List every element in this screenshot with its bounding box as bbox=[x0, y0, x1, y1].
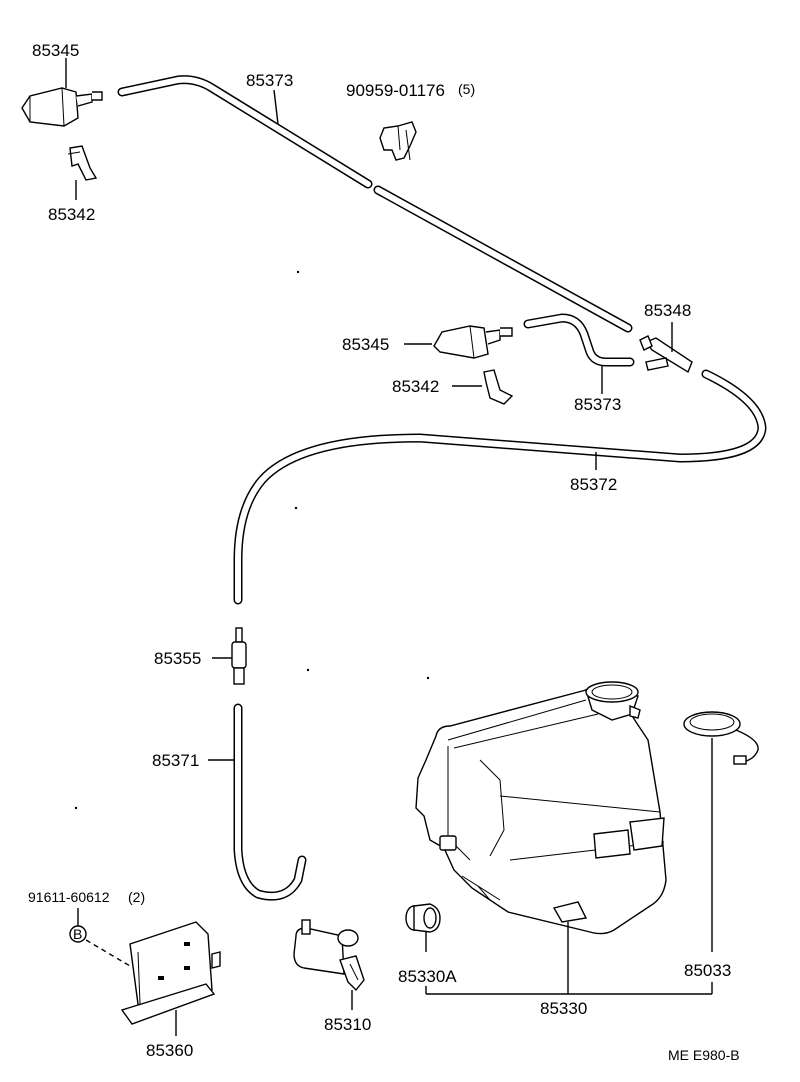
label-clamp-part: 90959-01176 bbox=[346, 81, 445, 100]
nozzle-clip-upper bbox=[67, 145, 98, 200]
pump-grommet bbox=[405, 903, 441, 933]
hose-clamp bbox=[379, 121, 417, 161]
label-grommet: 85330A bbox=[398, 967, 457, 986]
hose-lower-85371 bbox=[233, 703, 307, 901]
label-bolt-qty: (2) bbox=[128, 889, 145, 905]
label-nozzle-lower: 85345 bbox=[342, 335, 389, 354]
label-clamp-qty: (5) bbox=[458, 81, 475, 97]
hose-short-85373 bbox=[523, 313, 635, 367]
hose-long-85372 bbox=[233, 369, 767, 605]
label-hose-upper: 85373 bbox=[246, 71, 293, 90]
tank-filler-neck bbox=[585, 681, 641, 721]
label-clip-lower: 85342 bbox=[392, 377, 439, 396]
label-tank: 85330 bbox=[540, 999, 587, 1018]
label-hose-long: 85372 bbox=[570, 475, 617, 494]
label-nozzle-upper: 85345 bbox=[32, 41, 79, 60]
hose-joint-85355 bbox=[231, 627, 247, 685]
label-joint-right: 85348 bbox=[644, 301, 691, 320]
label-joint-mid: 85355 bbox=[154, 649, 201, 668]
pump-bracket bbox=[120, 921, 221, 1025]
hose-joint-85348 bbox=[639, 335, 693, 374]
hose-upper-85373 bbox=[117, 75, 633, 333]
label-clip-upper: 85342 bbox=[48, 205, 95, 224]
bolt-mark-circle bbox=[69, 925, 87, 943]
washer-pump bbox=[293, 919, 365, 992]
label-bracket: 85360 bbox=[146, 1041, 193, 1060]
tank-assembly-bracket-line bbox=[425, 982, 713, 995]
nozzle-clip-lower bbox=[483, 369, 514, 405]
diagram-code: ME E980-B bbox=[668, 1047, 740, 1063]
label-bolt-part: 91611-60612 bbox=[28, 889, 110, 905]
label-bolt-mark: B bbox=[73, 926, 82, 942]
washer-nozzle-upper bbox=[21, 58, 103, 127]
washer-nozzle-lower bbox=[433, 325, 513, 359]
label-hose-short: 85373 bbox=[574, 395, 621, 414]
label-pump: 85310 bbox=[324, 1015, 371, 1034]
tank-cap bbox=[683, 711, 759, 765]
label-hose-lower: 85371 bbox=[152, 751, 199, 770]
washer-tank bbox=[415, 686, 667, 935]
label-cap: 85033 bbox=[684, 961, 731, 980]
